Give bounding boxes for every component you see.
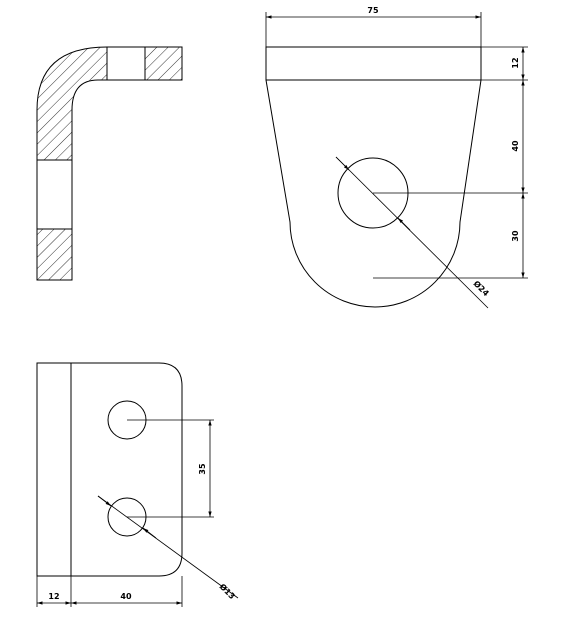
section-hatch-top-right <box>145 47 182 80</box>
front-body-outline <box>265 79 482 308</box>
dim-arrow <box>142 527 157 539</box>
dim-arrow <box>335 156 350 171</box>
dim-arrow <box>97 495 112 507</box>
dim-plan-thickness: 12 <box>48 592 59 601</box>
dim-front-mid-height: 40 <box>511 140 520 152</box>
front-view: 75 12 40 30 Ø24 <box>265 6 528 309</box>
front-top-flange <box>265 46 482 81</box>
section-hatch-bottom <box>37 229 72 280</box>
dim-front-bottom-height: 30 <box>511 230 520 242</box>
side-section-view <box>36 46 183 281</box>
dim-plan-hole-spacing: 35 <box>198 463 207 475</box>
dim-front-width: 75 <box>367 6 379 15</box>
dim-leader-hole <box>97 495 239 599</box>
dim-leader-hole <box>335 156 489 309</box>
plan-view: 35 Ø13 12 40 <box>36 362 239 607</box>
plan-outline <box>36 362 183 577</box>
dim-front-hole-diameter: Ø24 <box>472 278 492 298</box>
dim-arrow <box>397 217 411 231</box>
dim-plan-hole-diameter: Ø13 <box>218 581 238 601</box>
dim-front-top-height: 12 <box>511 57 520 68</box>
dim-plan-depth: 40 <box>120 592 132 601</box>
